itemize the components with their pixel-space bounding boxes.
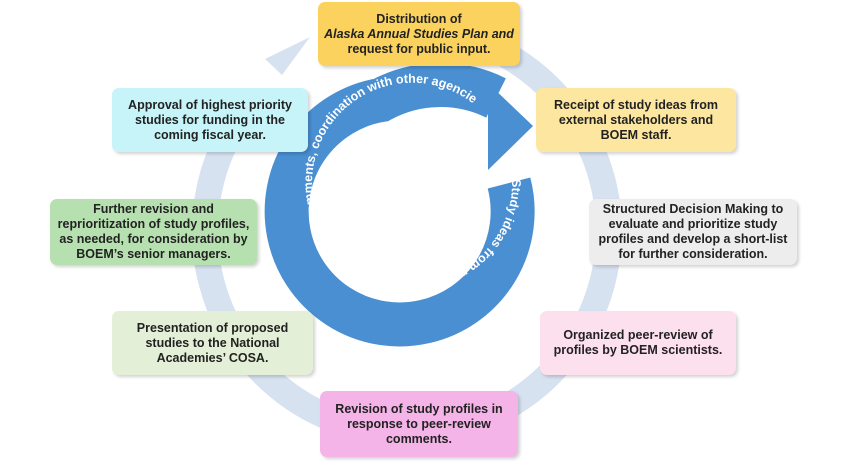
step-line: Further revision and	[93, 202, 214, 216]
step-line: Revision of study profiles in	[335, 401, 503, 416]
step-line: Distribution of	[376, 11, 462, 26]
step-line: studies for funding in the	[135, 112, 285, 127]
step-line: Structured Decision Making to	[602, 202, 784, 216]
step-line: studies to the National	[145, 335, 280, 350]
step-line: Receipt of study ideas from	[554, 97, 718, 112]
step-line: Presentation of proposed	[136, 320, 289, 335]
step-distribution-box: Distribution of Alaska Annual Studies Pl…	[318, 2, 520, 66]
step-line: reprioritization of study profiles,	[57, 217, 250, 231]
center-arrowhead	[488, 83, 533, 170]
step-line: profiles and develop a short-list	[598, 232, 788, 246]
step-line: profiles by BOEM scientists.	[553, 343, 723, 357]
step-line: evaluate and prioritize study	[608, 217, 778, 231]
step-peer-review-box: Organized peer-review of profiles by BOE…	[540, 311, 736, 375]
outer-ring-arrowhead	[265, 37, 310, 75]
step-presentation-box: Presentation of proposed studies to the …	[112, 311, 313, 375]
step-line: comments.	[385, 431, 452, 446]
step-line-plan-title: Alaska Annual Studies Plan and	[324, 27, 514, 42]
step-line: Organized peer-review of	[563, 328, 713, 342]
step-revision-box: Revision of study profiles in response t…	[320, 391, 518, 457]
step-line: BOEM staff.	[600, 127, 672, 142]
step-line: coming fiscal year.	[154, 127, 266, 142]
step-line: for further consideration.	[618, 247, 768, 261]
step-line: request for public input.	[347, 41, 491, 56]
step-line: Academies’ COSA.	[156, 350, 269, 365]
plan-title: Alaska Annual Studies Plan and	[324, 26, 514, 41]
step-receipt-box: Receipt of study ideas from external sta…	[536, 88, 736, 152]
step-structured-decision-box: Structured Decision Making to evaluate a…	[589, 199, 797, 265]
step-line: external stakeholders and	[558, 112, 714, 127]
step-line: Approval of highest priority	[128, 97, 292, 112]
step-line: as needed, for consideration by	[59, 232, 248, 246]
step-line: BOEM’s senior managers.	[76, 247, 231, 261]
step-approval-box: Approval of highest priority studies for…	[112, 88, 308, 152]
step-line: response to peer-review	[347, 416, 491, 431]
center-curved-arrow-body	[264, 63, 535, 347]
step-reprioritization-box: Further revision and reprioritization of…	[50, 199, 257, 265]
